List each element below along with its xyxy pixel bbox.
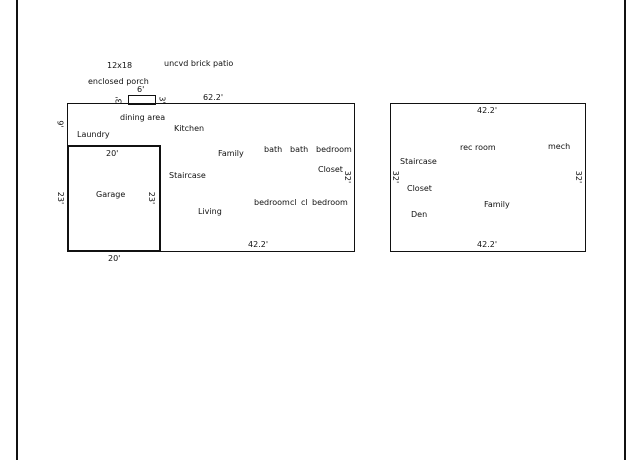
main-floor-bottom-dim: 42.2' [248,240,269,249]
page-border-right [624,0,626,460]
lower-floor-top-dim: 42.2' [477,106,498,115]
lower-room-closet: Closet [407,184,432,193]
laundry-height-dim: 9' [55,120,65,128]
lower-floor-outline [390,103,586,252]
room-bath-2: bath [290,145,309,154]
lower-room-rec-room: rec room [460,143,496,152]
garage-top-dim: 20' [106,149,119,158]
room-closet-cl-2: cl [301,198,308,207]
lower-room-staircase: Staircase [400,157,437,166]
room-family: Family [218,149,244,158]
porch-width-dim: 6' [137,85,145,94]
enclosed-porch-label: enclosed porch [88,77,149,86]
room-garage: Garage [96,190,126,199]
lower-floor-left-dim: 32' [391,170,401,184]
main-floor-top-dim: 62.2' [203,93,224,102]
entry-step-outline [128,95,156,105]
room-staircase: Staircase [169,171,206,180]
garage-outline [67,145,161,252]
lower-room-mech: mech [548,142,571,151]
room-bedroom-3: bedroom [312,198,348,207]
lower-room-family: Family [484,200,510,209]
patio-label: uncvd brick patio [164,59,234,68]
room-living: Living [198,207,222,216]
room-bath-1: bath [264,145,283,154]
room-bedroom-1: bedroom [316,145,352,154]
page-border-left [16,0,18,460]
room-bedroom-2: bedroom [254,198,290,207]
room-closet: Closet [318,165,343,174]
room-laundry: Laundry [77,130,110,139]
garage-left-dim: 23' [56,191,66,205]
main-floor-right-dim: 32' [343,170,353,184]
garage-right-dim: 23' [147,191,157,205]
room-kitchen: Kitchen [174,124,205,133]
lower-floor-right-dim: 32' [574,170,584,184]
room-dining-area: dining area [120,113,166,122]
room-closet-cl-1: cl [290,198,297,207]
porch-size-label: 12x18 [107,61,133,70]
garage-bottom-dim: 20' [108,254,121,263]
lower-room-den: Den [411,210,428,219]
lower-floor-bottom-dim: 42.2' [477,240,498,249]
